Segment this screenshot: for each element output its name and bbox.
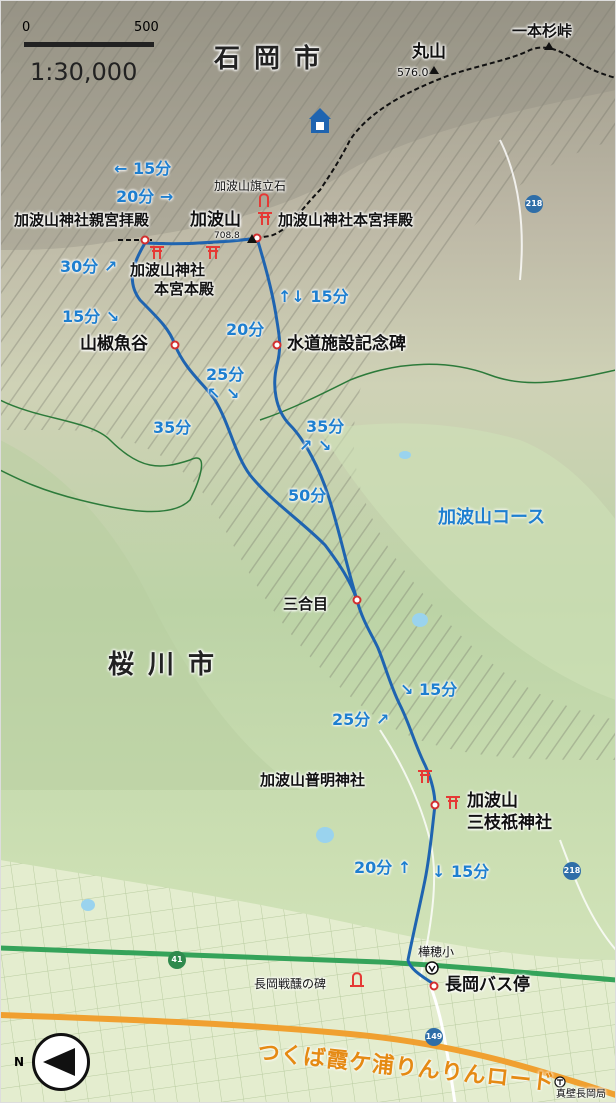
peak-kabasan: 加波山 — [190, 210, 241, 230]
city-ishioka: 石岡市 — [214, 44, 335, 74]
label-sangome: 三合目 — [283, 595, 329, 613]
label-post-office: 真壁長岡局 — [556, 1089, 606, 1100]
label-fumyo-jinja: 加波山普明神社 — [260, 771, 366, 789]
route-badge: 41 — [168, 951, 186, 969]
time-label: 30分 ↗ — [60, 257, 118, 276]
label-sanshi-2: 三枝祇神社 — [467, 813, 552, 833]
time-label: 15分 ↘ — [62, 307, 120, 326]
course-name: 加波山コース — [438, 507, 546, 528]
time-label: 20分 → — [116, 187, 174, 206]
time-label: ↗ ↘ — [299, 436, 332, 455]
label-bus-stop: 長岡バス停 — [445, 975, 530, 995]
peak-kabasan-elevation: 708.8 — [214, 231, 240, 241]
label-suido-kinenhi: 水道施設記念碑 — [287, 334, 406, 354]
time-label: 20分 ↑ — [354, 858, 412, 877]
north-label: N — [14, 1055, 25, 1069]
scale-line — [24, 42, 154, 47]
time-label: ↘ 15分 — [400, 680, 458, 699]
scale-ratio: 1:30,000 — [30, 58, 138, 86]
time-label: 20分 — [226, 320, 265, 339]
time-label: 50分 — [288, 486, 327, 505]
label-hongu-honden-2: 本宮本殿 — [154, 280, 215, 298]
pass-ipponsugi: 一本杉峠 — [512, 22, 573, 40]
label-hatatate: 加波山旗立石 — [214, 179, 287, 193]
route-badge: 149 — [425, 1028, 443, 1046]
time-label: 35分 — [306, 417, 345, 436]
label-school: 樺穂小 — [418, 945, 455, 959]
city-sakuragawa: 桜川市 — [108, 650, 229, 680]
scale-start: 0 — [22, 20, 31, 35]
time-label: ↓ 15分 — [432, 862, 490, 881]
time-label: 25分 — [206, 365, 245, 384]
label-sanshouuodani: 山椒魚谷 — [80, 334, 148, 354]
peak-maruyama-elevation: 576.0 — [397, 66, 429, 79]
time-label: 35分 — [153, 418, 192, 437]
time-label: 25分 ↗ — [332, 710, 390, 729]
route-badge: 218 — [525, 195, 543, 213]
label-oyamiya-haiden: 加波山神社親宮拝殿 — [14, 211, 150, 229]
label-battle-monument: 長岡戦醺の碑 — [254, 977, 327, 991]
label-hongu-haiden: 加波山神社本宮拝殿 — [278, 211, 414, 229]
label-hongu-honden-1: 加波山神社 — [130, 261, 206, 279]
time-label: ↖ ↘ — [207, 384, 240, 403]
compass-icon — [32, 1033, 90, 1091]
time-label: ← 15分 — [114, 159, 172, 178]
route-badge: 218 — [563, 862, 581, 880]
scale-bar: 0 500 1:30,000 — [22, 18, 162, 88]
peak-maruyama: 丸山 — [412, 42, 446, 62]
time-label: ↑↓ 15分 — [278, 287, 349, 306]
label-sanshi-1: 加波山 — [467, 791, 518, 811]
scale-end: 500 — [134, 20, 159, 35]
north-arrow: N — [14, 1033, 92, 1093]
